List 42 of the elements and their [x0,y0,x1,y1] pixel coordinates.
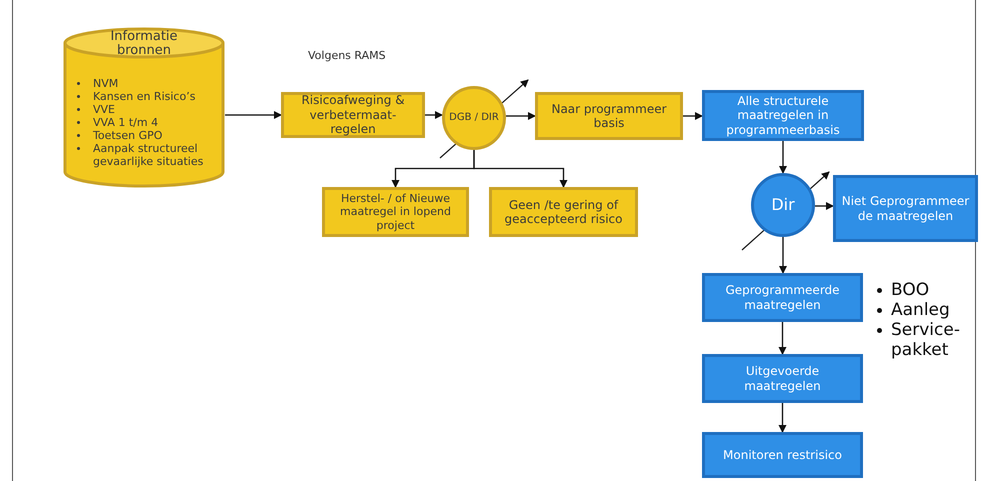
process-box [702,432,863,478]
bullet-item: BOO [875,280,975,300]
bullet-item: Kansen en Risico’s [75,90,221,103]
arrow [815,202,834,210]
bullet-item: VVA 1 t/m 4 [75,116,221,129]
bullet-item: Aanleg [875,300,975,320]
bullet-item: Aanpak structureel gevaarlijke situaties [75,142,221,168]
bullet-item: Service- pakket [875,320,975,360]
process-box [281,92,425,138]
arrow [778,322,786,355]
bullet-item: NVM [75,77,221,90]
arrow [779,141,787,174]
node-label: Geprogrammeerde maatregelen [724,283,841,312]
arrow [683,112,703,120]
arrow [778,403,786,433]
arrow [473,150,568,188]
arrow [506,112,536,120]
arrow [425,111,443,119]
database-cylinder [63,27,225,188]
node-label: Uitgevoerde maatregelen [743,364,822,393]
process-box [535,92,683,140]
process-box [833,175,978,242]
bullet-item: VVE [75,103,221,116]
process-box [702,273,863,322]
process-box [489,187,638,237]
node-label: Niet Geprogrammeer de maatregelen [840,194,970,223]
node-label: Risicoafweging & verbetermaat-regelen [300,93,406,137]
node-label: Monitoren restrisico [723,448,842,462]
arrow [225,111,282,119]
process-box [702,354,863,403]
process-box [322,187,469,237]
node-label: Alle structurele maatregelen in programmeerbasis [725,94,841,138]
node-label: Naar programmeer basis [550,102,668,130]
cylinder-title: Informatie bronnen [109,30,179,58]
node-label: Dir [771,195,795,215]
node-label: DGB / DIR [449,112,499,124]
note-text: Volgens RAMS [308,48,386,64]
bullet-item: Toetsen GPO [75,129,221,142]
node-label: Herstel- / of Nieuwe maatregel in lopend project [339,192,452,232]
process-box [702,90,864,141]
arrow [779,237,787,274]
node-label: Geen /te gering of geaccepteerd risico [504,198,624,226]
